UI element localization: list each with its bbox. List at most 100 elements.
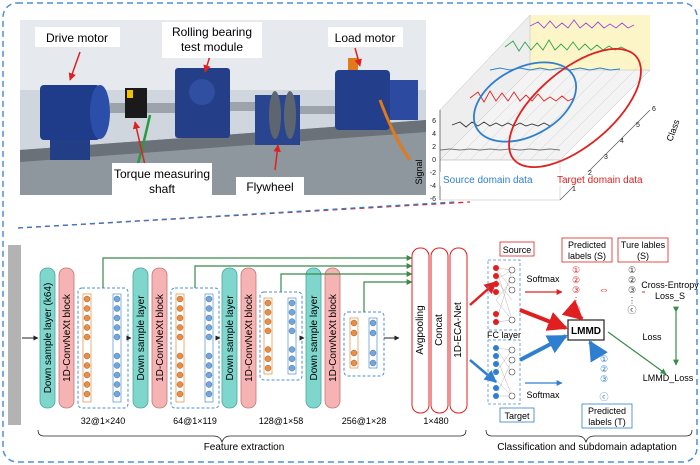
pred-t-3: ③ xyxy=(600,374,608,384)
svg-text:⋮: ⋮ xyxy=(572,296,580,305)
feature-node xyxy=(176,305,184,312)
y-tick-6: -6 xyxy=(430,196,436,203)
feature-extraction-label: Feature extraction xyxy=(204,442,285,453)
true-s-3: ③ xyxy=(628,285,636,295)
feature-node xyxy=(113,305,121,312)
y-tick-4: -2 xyxy=(430,170,436,177)
arrow-to-source xyxy=(469,281,497,306)
feature-node xyxy=(205,390,213,398)
feature-node xyxy=(288,299,296,307)
feature-node xyxy=(176,333,184,341)
feature-node xyxy=(288,318,296,325)
feature-node xyxy=(205,352,213,360)
feature-node xyxy=(288,364,296,372)
layer-label-1: 1D-ConvNeXt block xyxy=(62,293,73,382)
feature-node xyxy=(264,364,272,372)
predicted-t-label-1: Predicted xyxy=(588,406,626,416)
predicted-s-box xyxy=(561,237,613,263)
class-tick-0: 1 xyxy=(572,186,576,193)
lmmd-arrow-fc-source xyxy=(519,308,568,331)
feature-node xyxy=(83,324,91,331)
feature-node xyxy=(83,390,91,398)
fc-target-network xyxy=(487,339,521,405)
feature-node xyxy=(264,299,272,307)
callout-source-line xyxy=(17,201,456,229)
feature-node xyxy=(176,371,184,379)
class-tick-1: 2 xyxy=(588,170,592,177)
feature-node xyxy=(113,362,121,369)
lmmd-label: LMMD xyxy=(571,326,601,337)
predicted-t-box xyxy=(581,403,633,429)
y-tick-5: -4 xyxy=(430,183,436,190)
feature-node xyxy=(83,314,91,322)
lmmd-box xyxy=(567,319,605,341)
lmmd-arrow-pred-target xyxy=(588,340,608,363)
feature-node xyxy=(113,381,121,388)
predicted-t-label-2: labels (T) xyxy=(588,417,626,427)
avgpooling-layer xyxy=(411,247,430,414)
concat-layer xyxy=(430,247,449,414)
feature-node xyxy=(83,381,91,388)
class-tick-2: 3 xyxy=(604,154,608,161)
feature-node xyxy=(176,324,184,331)
layer-label-7: 1D-ConvNeXt block xyxy=(328,293,339,382)
class-tick-4: 5 xyxy=(636,122,640,129)
pred-t-c: ⓒ xyxy=(599,392,608,402)
source-domain-label: Source domain data xyxy=(443,175,533,186)
dim-label-3: 256@1×28 xyxy=(342,416,386,426)
feature-node xyxy=(264,355,272,362)
feature-node xyxy=(264,346,272,353)
fc-source-network xyxy=(487,259,521,331)
concat-label: Concat xyxy=(434,314,445,346)
lmmd-arrow-fc-target xyxy=(519,334,568,362)
feature-node xyxy=(113,295,121,303)
feature-node xyxy=(205,305,213,312)
feature-node xyxy=(288,327,296,335)
lmmd-loss-arrow xyxy=(607,331,667,375)
y-axis-label: Signal xyxy=(414,159,424,184)
avgpooling-label: Avgpooling xyxy=(415,305,426,354)
feature-node xyxy=(176,381,184,388)
feature-node xyxy=(369,359,377,367)
target-label: Target xyxy=(504,411,530,421)
y-tick-2: 2 xyxy=(432,144,436,151)
softmax-label-target: Softmax xyxy=(526,390,560,400)
cross-entropy-1: Cross-Entropy xyxy=(641,280,699,290)
target-box xyxy=(499,407,535,423)
feature-node xyxy=(205,333,213,341)
feature-node xyxy=(113,333,121,341)
feature-node xyxy=(113,371,121,379)
feature-node xyxy=(176,314,184,322)
feature-node xyxy=(83,352,91,360)
layer-bars xyxy=(39,267,341,409)
classification-label: Classification and subdomain adaptation xyxy=(497,442,677,453)
feature-node xyxy=(205,324,213,331)
pred-s-2: ② xyxy=(572,275,580,285)
label-flywheel: Flywheel xyxy=(246,180,293,194)
feature-node xyxy=(83,305,91,312)
source-label: Source xyxy=(503,245,532,255)
feature-node xyxy=(350,329,358,337)
feature-node xyxy=(288,346,296,353)
feature-node xyxy=(369,349,377,357)
pred-s-3: ③ xyxy=(572,285,580,295)
feature-node xyxy=(205,381,213,388)
fc-layer-label: FC layer xyxy=(487,330,521,340)
loss-label: Loss xyxy=(642,332,662,342)
label-load-motor: Load motor xyxy=(335,31,396,45)
feature-node xyxy=(350,349,358,357)
predicted-s-label-2: labels (S) xyxy=(568,251,606,261)
test-rig-photo xyxy=(20,20,426,197)
layer-label-3: 1D-ConvNeXt block xyxy=(155,293,166,382)
feature-node xyxy=(264,318,272,325)
feature-node xyxy=(205,371,213,379)
feature-map-nodes xyxy=(83,295,377,398)
eca-net-layer xyxy=(449,247,468,414)
feature-node xyxy=(113,352,121,360)
feature-node xyxy=(83,333,91,341)
feature-node xyxy=(350,319,358,327)
dim-label-0: 32@1×240 xyxy=(81,416,125,426)
